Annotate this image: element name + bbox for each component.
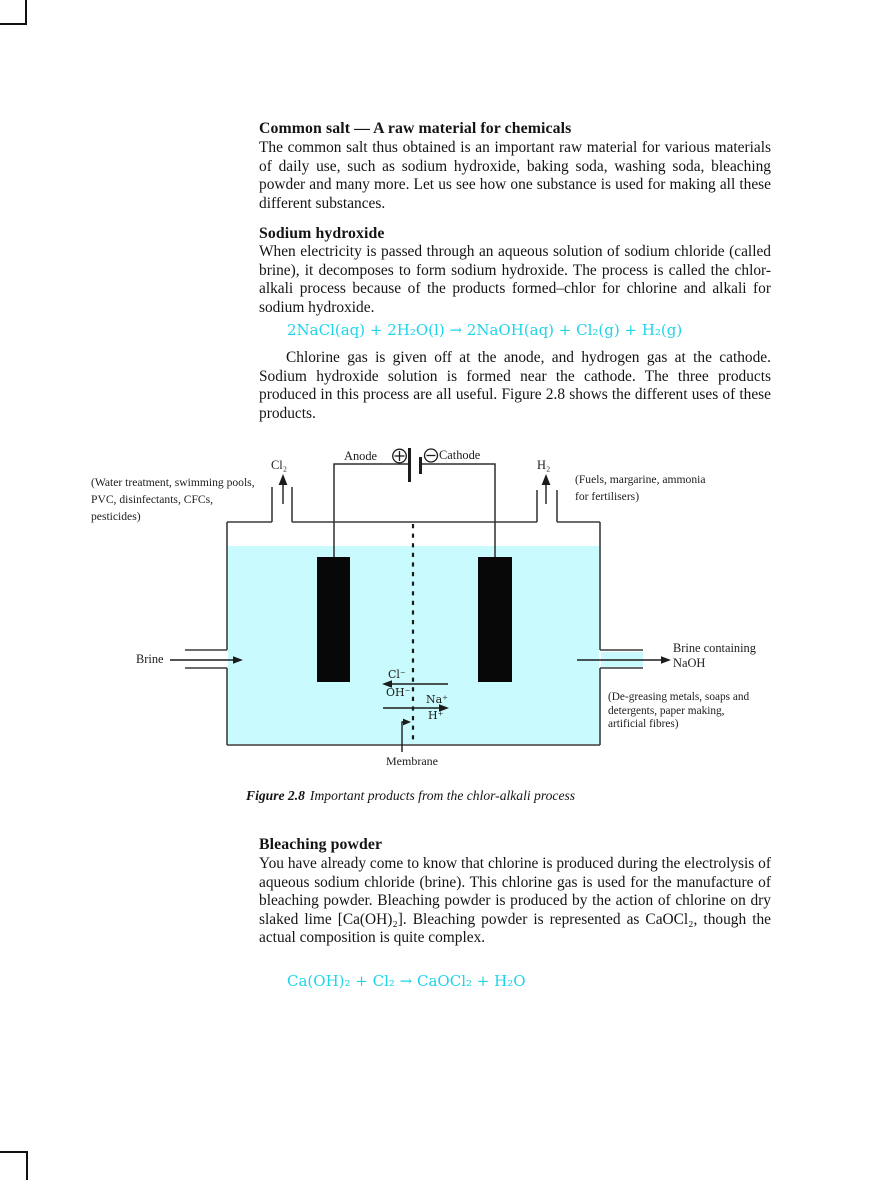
- battery-symbol: [408, 448, 422, 482]
- chlorine-uses-label: (Water treatment, swimming pools, PVC, d…: [91, 476, 255, 523]
- anode-electrode: [317, 557, 350, 682]
- plus-circle-icon: [392, 448, 407, 464]
- figure-caption-number: Figure 2.8: [246, 788, 305, 803]
- hydrogen-uses-label: (Fuels, margarine, ammonia for fertilise…: [575, 473, 706, 503]
- para-products: Chlorine gas is given off at the anode, …: [259, 349, 771, 422]
- page-corner-mark-bottom-left: [0, 1151, 28, 1180]
- heading-bleaching-powder: Bleaching powder: [259, 836, 383, 853]
- tank-outline: [185, 487, 643, 746]
- naoh-uses-label: (De-greasing metals, soaps and detergent…: [608, 691, 750, 731]
- electrolyte-liquid: [228, 546, 643, 744]
- minus-circle-icon: [423, 448, 439, 463]
- brine-inlet-label: Brine: [136, 652, 164, 666]
- membrane-label: Membrane: [386, 754, 438, 768]
- equation-chlor-alkali: 2NaCl(aq) + 2H₂O(l) → 2NaOH(aq) + Cl₂(g)…: [287, 321, 683, 339]
- hydrogen-gas-label: H₂: [537, 458, 551, 472]
- para-sodium-hydroxide: When electricity is passed through an aq…: [259, 243, 771, 316]
- ion-arrows: [382, 680, 449, 712]
- gas-arrows: [278, 474, 551, 504]
- heading-common-salt: Common salt — A raw material for chemica…: [259, 120, 572, 137]
- sodium-ion-label: Na⁺: [426, 693, 448, 706]
- para-common-salt: The common salt thus obtained is an impo…: [259, 139, 771, 212]
- membrane-pointer-arrow: [401, 718, 411, 752]
- naoh-outlet-label: Brine containing NaOH: [673, 641, 756, 670]
- chloride-ion-label: Cl⁻: [388, 668, 406, 681]
- heading-sodium-hydroxide: Sodium hydroxide: [259, 225, 385, 242]
- chlorine-gas-label: Cl₂: [271, 458, 288, 472]
- figure-caption-text: Important products from the chlor-alkali…: [309, 788, 576, 803]
- cathode-electrode: [478, 557, 512, 682]
- para-bleaching-powder: You have already come to know that chlor…: [259, 855, 771, 947]
- page-corner-mark-top-left: [0, 0, 27, 25]
- brine-arrow: [170, 656, 243, 664]
- anode-label: Anode: [344, 449, 378, 463]
- hydrogen-ion-label: H⁺: [428, 709, 444, 722]
- figure-caption: Figure 2.8 Important products from the ch…: [246, 788, 666, 804]
- equation-bleaching: Ca(OH)₂ + Cl₂ → CaOCl₂ + H₂O: [287, 972, 526, 990]
- circuit-wires: [333, 463, 496, 557]
- hydroxide-ion-label: OH⁻: [386, 686, 411, 699]
- cathode-label: Cathode: [439, 448, 481, 462]
- naoh-arrow: [577, 656, 671, 664]
